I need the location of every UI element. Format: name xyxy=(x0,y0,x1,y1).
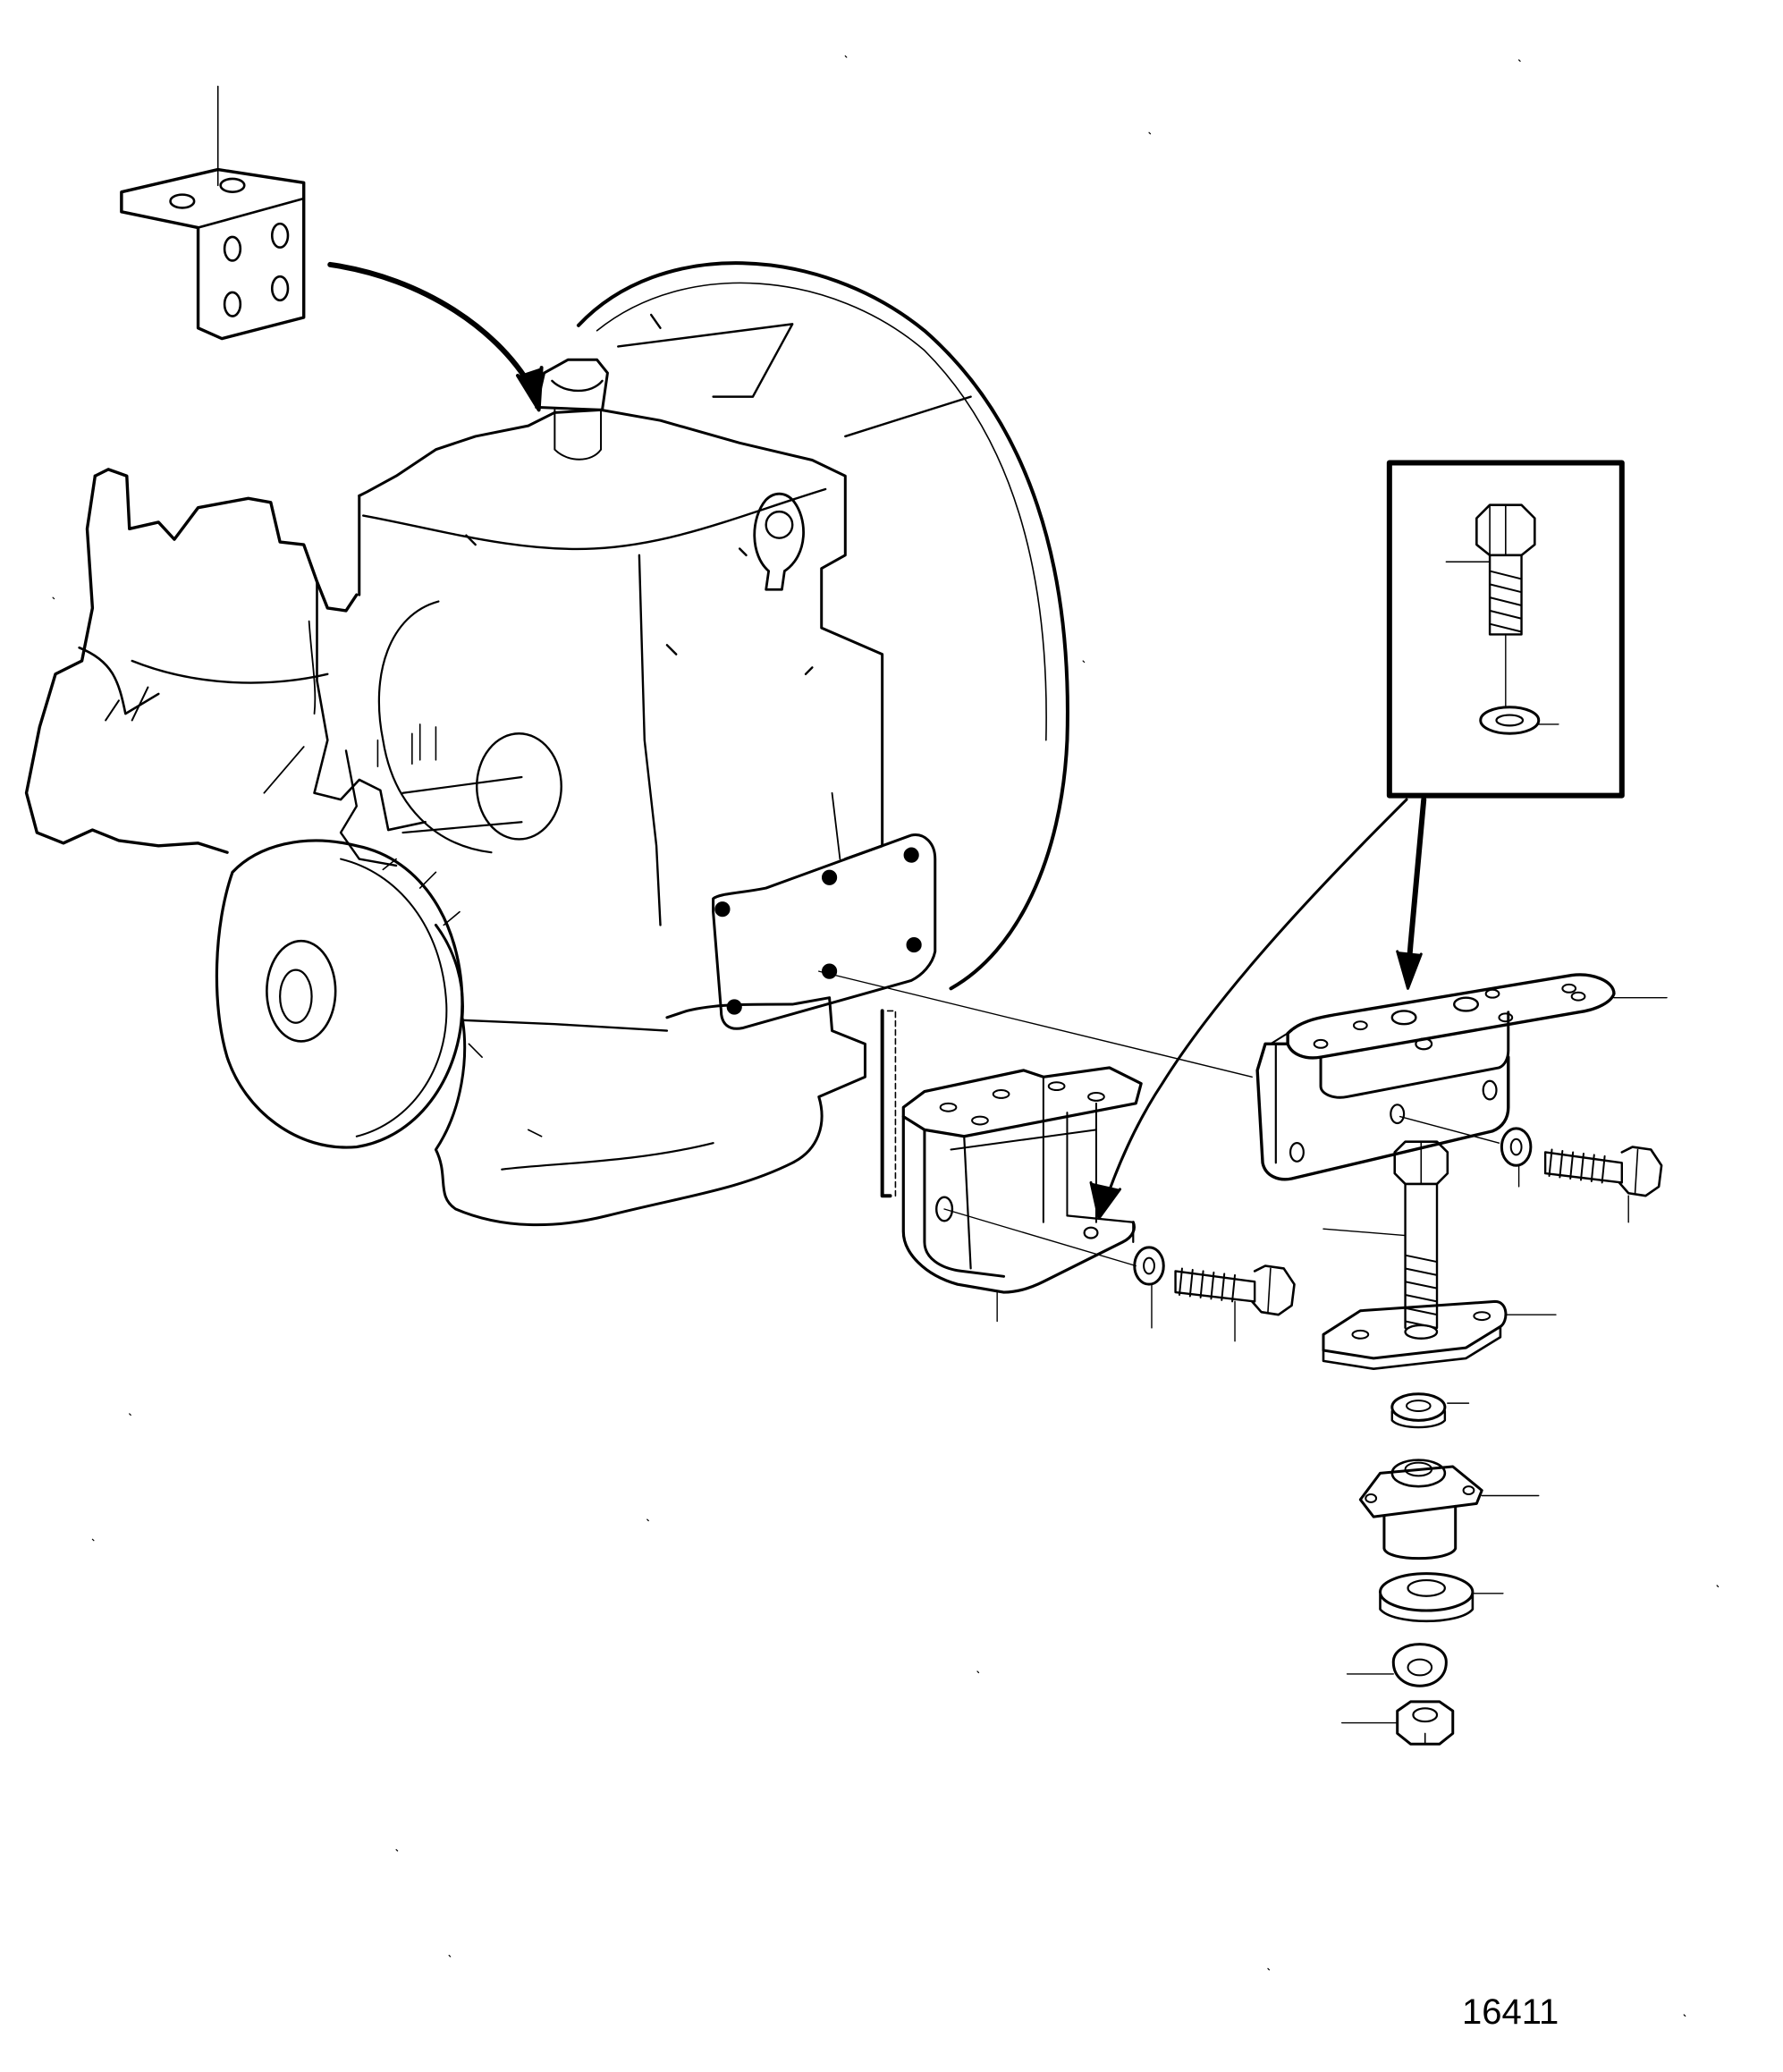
speckles xyxy=(53,56,1719,2017)
mounting-bracket xyxy=(883,1011,1141,1321)
base-plate xyxy=(1323,1301,1556,1368)
vertical-bolt xyxy=(1323,1142,1448,1328)
rubber-disc xyxy=(1381,1574,1503,1621)
rubber-mount xyxy=(1360,1460,1538,1559)
right-bolt-washer xyxy=(1400,1117,1661,1222)
center-bolt-washer xyxy=(1135,1247,1295,1341)
detail-inset xyxy=(1091,462,1622,1218)
lock-washer xyxy=(1348,1645,1447,1687)
rear-bracket xyxy=(819,971,1667,1180)
nut xyxy=(1342,1702,1453,1744)
washer-lower xyxy=(1392,1394,1469,1427)
gearbox-housing xyxy=(27,263,1068,1225)
corner-bracket xyxy=(122,87,542,410)
drawing-number: 16411 xyxy=(1462,1992,1559,2032)
